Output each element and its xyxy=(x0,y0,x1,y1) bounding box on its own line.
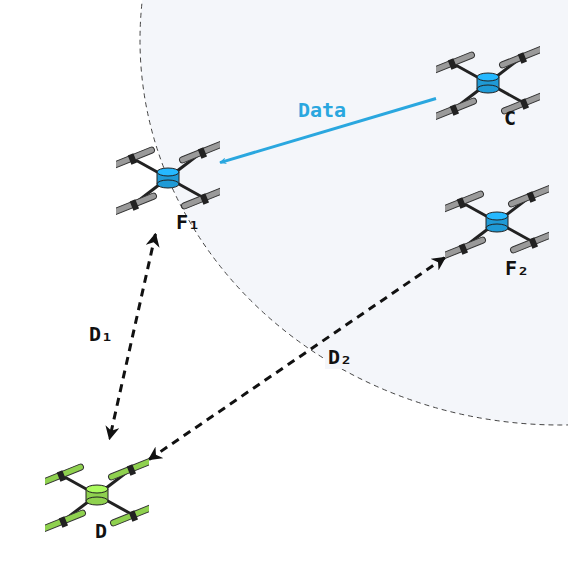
propeller xyxy=(436,51,475,75)
drone-node: C xyxy=(436,27,540,139)
data-link xyxy=(220,98,436,162)
propeller xyxy=(445,190,484,214)
motor xyxy=(59,516,68,528)
drone-body xyxy=(477,85,499,93)
coverage-range xyxy=(140,0,568,425)
drone-graphic xyxy=(116,122,220,234)
motor xyxy=(129,510,138,522)
propeller xyxy=(510,230,549,254)
motor xyxy=(200,193,209,205)
motor xyxy=(529,237,538,249)
motor xyxy=(457,197,466,209)
motor xyxy=(527,191,536,203)
propeller xyxy=(445,236,486,260)
motor xyxy=(127,464,136,476)
propeller xyxy=(45,463,84,487)
propeller xyxy=(508,184,549,208)
drone-body xyxy=(486,224,508,232)
motor xyxy=(450,104,459,116)
drone-graphic xyxy=(445,166,549,278)
propeller xyxy=(110,503,149,527)
motor xyxy=(198,147,207,159)
propeller xyxy=(499,45,540,69)
propeller xyxy=(181,186,220,210)
distance-arrow xyxy=(149,257,445,459)
node-label: C xyxy=(504,107,516,129)
drone-graphic xyxy=(436,27,540,139)
edge-label: D₂ xyxy=(325,345,355,369)
drone-icon xyxy=(445,183,549,262)
distance-arrow xyxy=(110,234,156,439)
drone-body xyxy=(486,212,508,220)
motor xyxy=(448,58,457,70)
node-label: F₁ xyxy=(176,211,200,233)
edge-label: Data xyxy=(295,98,349,122)
drone-node: D xyxy=(45,439,149,551)
drone-body xyxy=(157,168,179,176)
propeller xyxy=(45,509,86,533)
motor xyxy=(459,243,468,255)
drone-node: F₂ xyxy=(445,166,549,278)
propeller xyxy=(116,192,157,216)
edge-label: D₁ xyxy=(86,322,116,346)
motor xyxy=(520,98,529,110)
drone-body xyxy=(86,497,108,505)
propeller xyxy=(116,146,155,170)
drone-body xyxy=(157,180,179,188)
motor xyxy=(128,153,137,165)
drone-node: F₁ xyxy=(116,122,220,234)
motor xyxy=(57,470,66,482)
drone-body xyxy=(477,73,499,81)
propeller xyxy=(179,140,220,164)
propeller xyxy=(108,457,149,481)
drone-icon xyxy=(436,44,540,123)
propeller xyxy=(436,97,477,121)
drone-body xyxy=(86,485,108,493)
node-label: D xyxy=(95,520,107,542)
node-label: F₂ xyxy=(505,257,529,279)
drone-icon xyxy=(116,139,220,218)
motor xyxy=(518,52,527,64)
motor xyxy=(130,199,139,211)
